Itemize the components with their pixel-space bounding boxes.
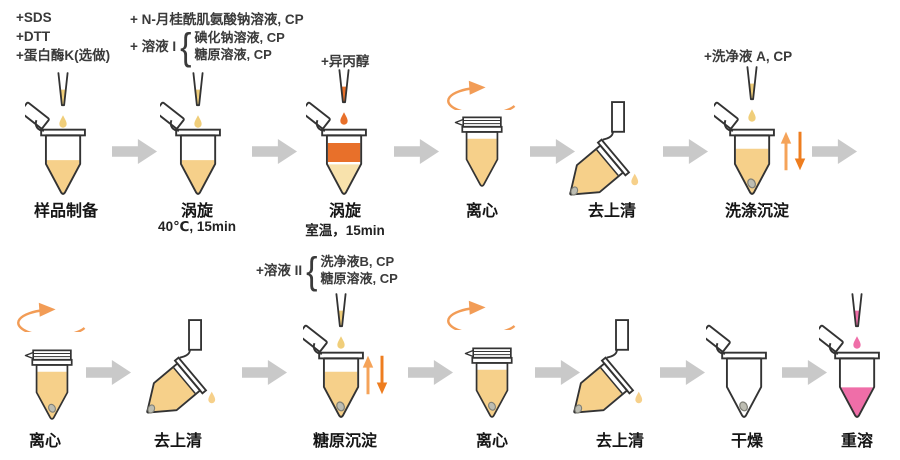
closed-tube-icon: [456, 337, 528, 430]
solution-1-group: + 溶液 I { 碘化钠溶液, CP 糖原溶液, CP: [130, 25, 304, 68]
solution-1-items: 碘化钠溶液, CP 糖原溶液, CP: [195, 30, 285, 63]
brace-glyph: {: [180, 25, 192, 68]
step-label: 离心: [28, 433, 62, 450]
mix-arrows-icon: [360, 354, 390, 396]
rotation-arrow-icon: [8, 296, 92, 332]
flow-arrow-icon: [660, 358, 706, 387]
step2-additives: + N-月桂酰肌氨酸钠溶液, CP + 溶液 I { 碘化钠溶液, CP 糖原溶…: [130, 10, 304, 68]
flow-arrow-icon: [252, 137, 298, 166]
flow-arrow-icon: [86, 358, 132, 387]
solution-item: 糖原溶液, CP: [194, 46, 272, 62]
flow-arrow-icon: [112, 137, 158, 166]
open-tube-icon: [25, 101, 103, 204]
closed-tube-icon: [446, 106, 518, 199]
closed-tube-icon: [16, 339, 88, 432]
step-label: 重溶: [840, 433, 874, 450]
open-tube-icon: [306, 101, 384, 204]
flow-arrow-icon: [408, 358, 454, 387]
step-sublabel: 室温，15min: [305, 223, 385, 238]
step-label: 涡旋: [180, 203, 214, 220]
additive-line: + N-月桂酰肌氨酸钠溶液, CP: [130, 12, 304, 27]
step1-additives: +SDS +DTT +蛋白酶K(选做): [16, 8, 110, 65]
solution-2-prefix: +溶液 II: [256, 263, 303, 278]
flow-arrow-icon: [242, 358, 288, 387]
step3-additive: +异丙醇: [321, 54, 370, 69]
additive-line: +SDS: [16, 10, 52, 25]
open-tube-icon: [160, 101, 238, 204]
brace-glyph: {: [306, 249, 318, 292]
solution-1-prefix: + 溶液 I: [130, 39, 177, 54]
flow-arrow-icon: [663, 137, 709, 166]
step-label: 去上清: [587, 203, 637, 220]
step-label: 去上清: [595, 433, 645, 450]
step-label: 涡旋: [328, 203, 362, 220]
solution-item: 碘化钠溶液, CP: [194, 30, 285, 45]
step-label: 洗涤沉淀: [724, 203, 790, 220]
step-label: 去上清: [153, 433, 203, 450]
step6-additive: +洗净液 A, CP: [704, 49, 793, 64]
step-sublabel: 40℃, 15min: [158, 219, 236, 234]
solution-item: 洗净液B, CP: [320, 254, 395, 269]
step-label: 离心: [465, 203, 499, 220]
rotation-arrow-icon: [438, 74, 522, 110]
mix-arrows-icon: [778, 130, 808, 172]
decant-tube-icon: [137, 318, 241, 428]
step-label: 糖原沉淀: [312, 433, 378, 450]
step-label: 样品制备: [33, 203, 99, 220]
open-tube-icon: [819, 324, 897, 427]
decant-tube-icon: [564, 318, 668, 428]
additive-line: +DTT: [16, 29, 51, 44]
solution-2-group: +溶液 II { 洗净液B, CP 糖原溶液, CP: [256, 249, 398, 292]
step-label: 干燥: [730, 433, 764, 450]
step9-additives: +溶液 II { 洗净液B, CP 糖原溶液, CP: [256, 249, 398, 292]
solution-2-items: 洗净液B, CP 糖原溶液, CP: [321, 254, 398, 287]
decant-tube-icon: [560, 100, 664, 210]
step-label: 离心: [475, 433, 509, 450]
flow-arrow-icon: [394, 137, 440, 166]
additive-line: +蛋白酶K(选做): [16, 48, 111, 63]
solution-item: 糖原溶液, CP: [320, 270, 398, 286]
open-tube-icon: [706, 324, 784, 427]
flow-arrow-icon: [812, 137, 858, 166]
rotation-arrow-icon: [438, 294, 522, 330]
